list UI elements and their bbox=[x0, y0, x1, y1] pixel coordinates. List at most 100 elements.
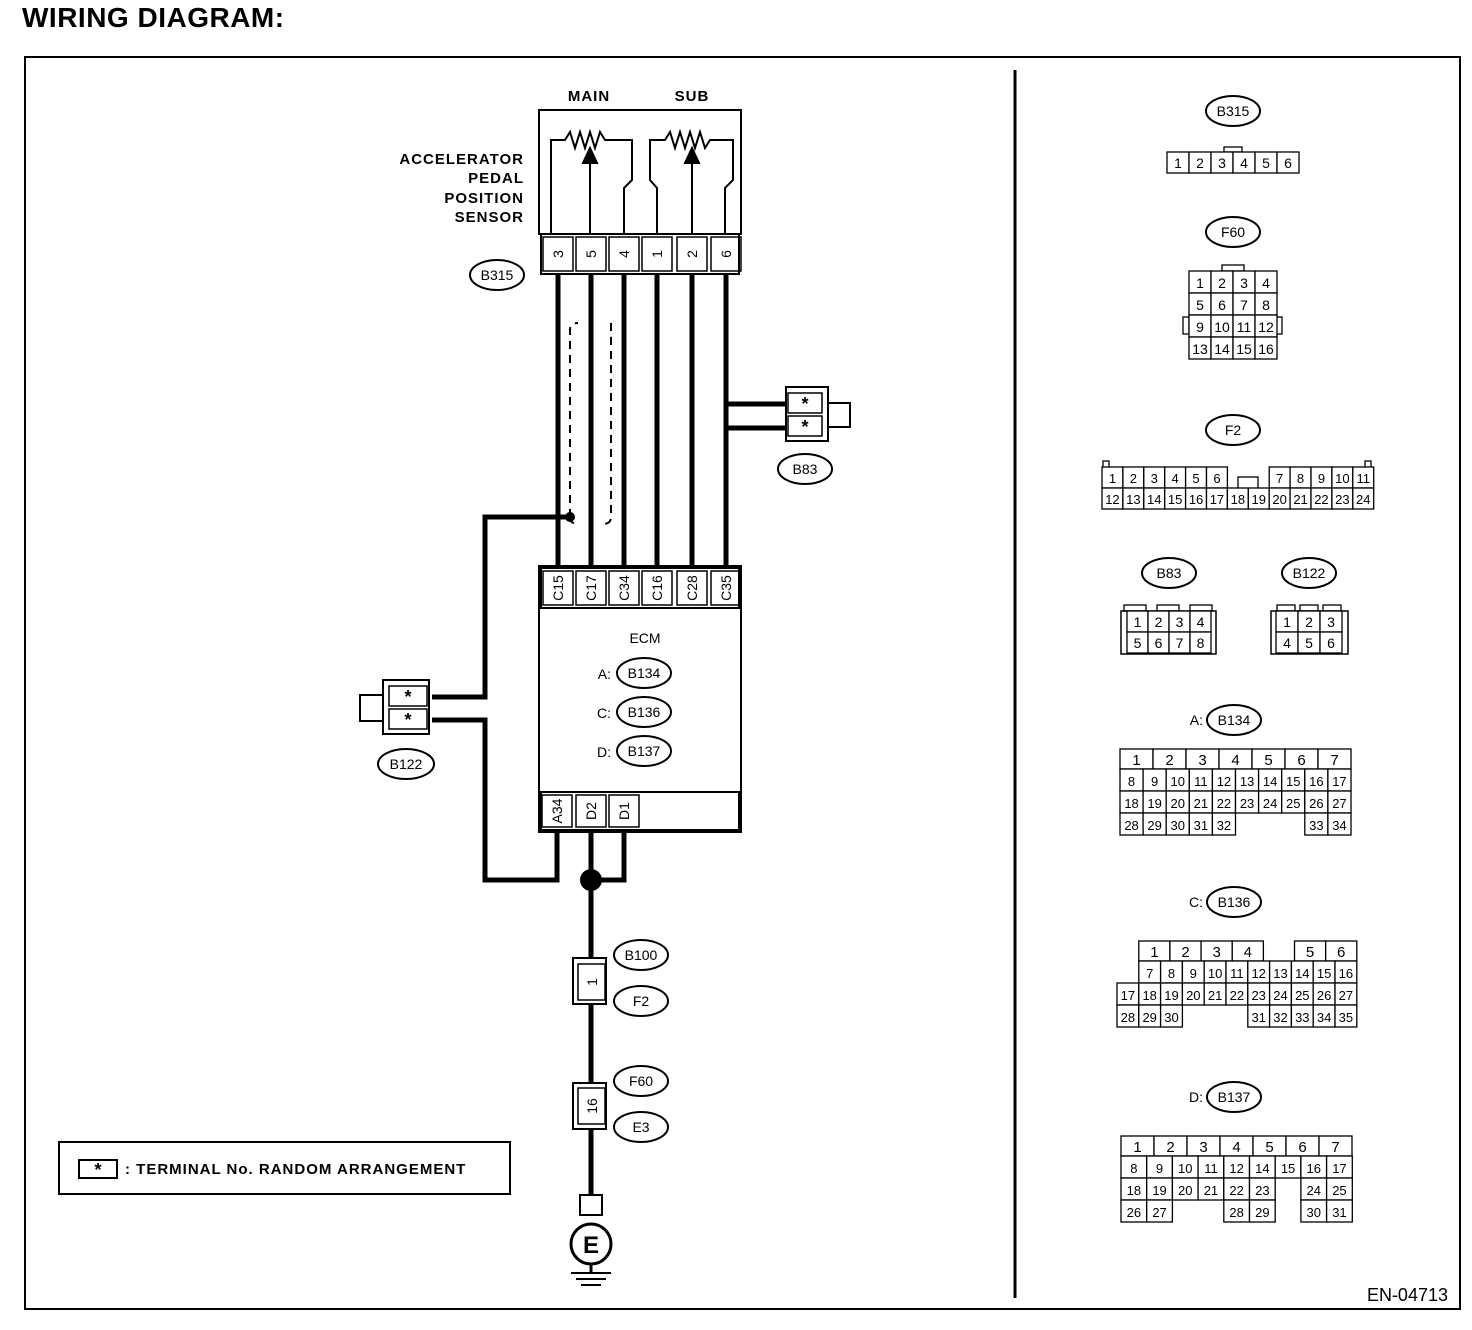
face-cell-label: 16 bbox=[1309, 774, 1323, 789]
face-cell-label: 29 bbox=[1255, 1205, 1269, 1220]
face-cell-label: 6 bbox=[1337, 944, 1345, 961]
face-cell-label: 2 bbox=[1196, 155, 1204, 171]
b122-label: B122 bbox=[390, 756, 423, 772]
face-cell-label: 2 bbox=[1218, 275, 1226, 291]
face-name: B315 bbox=[1217, 103, 1250, 119]
face-name: B83 bbox=[1157, 565, 1182, 581]
face-cell-label: 22 bbox=[1230, 988, 1244, 1003]
face-cell-label: 12 bbox=[1105, 492, 1119, 507]
face-cell-label: 24 bbox=[1356, 492, 1370, 507]
ecm-terminal-cell bbox=[676, 570, 708, 606]
face-cell-label: 8 bbox=[1130, 1161, 1137, 1176]
face-name: B137 bbox=[1218, 1089, 1251, 1105]
page-title: WIRING DIAGRAM: bbox=[22, 2, 285, 33]
face-cell-label: 1 bbox=[1174, 155, 1182, 171]
face-cell bbox=[1334, 1004, 1358, 1028]
face-cell-label: 4 bbox=[1240, 155, 1248, 171]
face-cell-label: 7 bbox=[1276, 471, 1283, 486]
face-cell-label: 34 bbox=[1317, 1010, 1331, 1025]
face-cell-label: 8 bbox=[1128, 774, 1135, 789]
face-cell-label: 30 bbox=[1307, 1205, 1321, 1220]
face-cell-label: 21 bbox=[1204, 1183, 1218, 1198]
face-cell-label: 1 bbox=[1132, 752, 1140, 769]
face-cell-label: 5 bbox=[1265, 1139, 1273, 1156]
legend: * : TERMINAL No. RANDOM ARRANGEMENT bbox=[58, 1141, 511, 1195]
b83-junction-connector: * * B83 bbox=[777, 386, 851, 485]
face-cell-label: 24 bbox=[1307, 1183, 1321, 1198]
ecm-connector-name: B134 bbox=[628, 665, 661, 681]
face-cell-label: 17 bbox=[1210, 492, 1224, 507]
face-name: F60 bbox=[1221, 224, 1245, 240]
face-cell-label: 3 bbox=[1198, 752, 1206, 769]
ground-junction-dot bbox=[580, 869, 602, 891]
sensor-terminal-label: 6 bbox=[718, 250, 734, 258]
sensor-terminal-label: 2 bbox=[684, 250, 700, 258]
face-cell-label: 10 bbox=[1335, 471, 1349, 486]
face-cell-label: 7 bbox=[1330, 752, 1338, 769]
face-cell-label: 12 bbox=[1229, 1161, 1243, 1176]
face-cell-label: 7 bbox=[1176, 635, 1184, 651]
face-cell-label: 10 bbox=[1171, 774, 1185, 789]
face-cell-label: 13 bbox=[1240, 774, 1254, 789]
accelerator-pedal-position-sensor: MAIN SUB ACCELERATOR PEDAL POSITION SENS… bbox=[399, 88, 742, 275]
face-cell-label: 1 bbox=[1150, 944, 1158, 961]
face-cell-label: 6 bbox=[1297, 752, 1305, 769]
face-tag bbox=[1205, 414, 1261, 446]
face-cell-label: 14 bbox=[1147, 492, 1161, 507]
diagram-frame bbox=[24, 56, 1461, 1310]
ground-symbol: E bbox=[569, 1194, 613, 1286]
sensor-terminal-label: 5 bbox=[583, 250, 599, 258]
face-cell-label: 20 bbox=[1186, 988, 1200, 1003]
ecm-terminal-cell bbox=[608, 570, 640, 606]
ecm-terminal-label: C34 bbox=[616, 575, 632, 601]
face-tag bbox=[1141, 557, 1197, 589]
ecm-label: ECM bbox=[629, 630, 660, 646]
face-prefix: D: bbox=[1189, 1089, 1203, 1105]
face-cell-label: 3 bbox=[1240, 275, 1248, 291]
sensor-terminal-label: 4 bbox=[616, 250, 632, 258]
face-cell-label: 6 bbox=[1213, 471, 1220, 486]
face-cell-label: 23 bbox=[1251, 988, 1265, 1003]
face-cell-label: 27 bbox=[1152, 1205, 1166, 1220]
face-cell-label: 6 bbox=[1218, 297, 1226, 313]
sensor-terminal-cell bbox=[608, 236, 640, 272]
ecm-terminal-cell bbox=[710, 570, 742, 606]
ground-letter: E bbox=[583, 1232, 599, 1259]
face-cell-label: 2 bbox=[1166, 1139, 1174, 1156]
face-cell-label: 21 bbox=[1194, 796, 1208, 811]
face-cell-label: 3 bbox=[1199, 1139, 1207, 1156]
face-cell-label: 4 bbox=[1244, 944, 1252, 961]
face-cell-label: 3 bbox=[1176, 614, 1184, 630]
face-cell-label: 15 bbox=[1281, 1161, 1295, 1176]
face-cell-label: 25 bbox=[1332, 1183, 1346, 1198]
face-cell-label: 21 bbox=[1293, 492, 1307, 507]
face-cell-label: 26 bbox=[1309, 796, 1323, 811]
face-cell-label: 6 bbox=[1284, 155, 1292, 171]
sensor-terminal-cell bbox=[641, 236, 673, 272]
face-cell-label: 33 bbox=[1295, 1010, 1309, 1025]
legend-text: : TERMINAL No. RANDOM ARRANGEMENT bbox=[125, 1161, 466, 1178]
face-cell-label: 26 bbox=[1317, 988, 1331, 1003]
face-cell-label: 33 bbox=[1309, 818, 1323, 833]
face-cell-label: 25 bbox=[1295, 988, 1309, 1003]
face-cell-label: 16 bbox=[1258, 341, 1274, 357]
ecm-terminal-label: D2 bbox=[583, 802, 599, 820]
face-cell-label: 30 bbox=[1164, 1010, 1178, 1025]
sensor-label-line: PEDAL bbox=[468, 170, 524, 187]
face-cell-label: 12 bbox=[1217, 774, 1231, 789]
face-cell-label: 14 bbox=[1263, 774, 1277, 789]
ecm-terminal-label: A34 bbox=[549, 798, 565, 823]
sensor-terminal-cell bbox=[676, 236, 708, 272]
sensor-label-line: SENSOR bbox=[455, 209, 524, 226]
face-cell-label: 3 bbox=[1212, 944, 1220, 961]
face-cell-label: 2 bbox=[1165, 752, 1173, 769]
face-cell bbox=[1211, 812, 1237, 836]
face-cell-label: 21 bbox=[1208, 988, 1222, 1003]
face-cell-label: 32 bbox=[1273, 1010, 1287, 1025]
face-tag bbox=[1281, 557, 1337, 589]
face-cell-label: 8 bbox=[1262, 297, 1270, 313]
face-cell-label: 31 bbox=[1332, 1205, 1346, 1220]
